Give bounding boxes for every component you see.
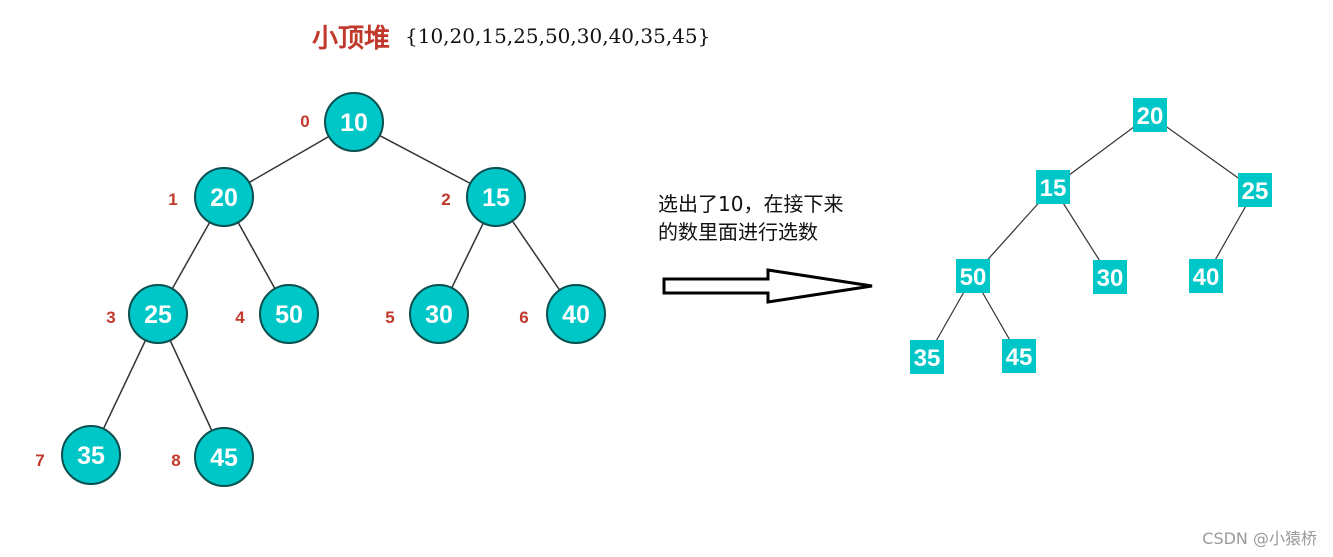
heap-node-index: 7	[35, 451, 44, 470]
heap-node-circle	[409, 284, 469, 344]
heap-node-square	[1238, 173, 1272, 207]
heap-node-value: 45	[1006, 344, 1033, 371]
left-tree-nodes: 10 0 20 1 15 2 25 3 50 4 30 5 40 6 35 7 45 8	[35, 92, 606, 487]
heap-node: 45	[194, 427, 254, 487]
heap-node: 15	[1036, 170, 1070, 204]
heap-node-index: 3	[106, 308, 115, 327]
heap-node: 35	[61, 425, 121, 485]
heap-node-value: 35	[77, 442, 105, 470]
heap-node-index: 1	[168, 190, 177, 209]
heap-node-square	[1036, 170, 1070, 204]
caption-line-1: 选出了10，在接下来	[658, 192, 844, 216]
heap-node-value: 50	[960, 264, 987, 291]
heap-node: 30	[409, 284, 469, 344]
heap-node: 45	[1002, 339, 1036, 373]
tree-edge	[1149, 114, 1256, 191]
heap-node-value: 30	[1097, 265, 1124, 292]
heap-node-value: 50	[275, 301, 303, 329]
heap-node: 30	[1093, 260, 1127, 294]
heap-node-index: 0	[300, 112, 309, 131]
heap-node-value: 25	[1242, 178, 1269, 205]
heap-node-index: 4	[235, 308, 245, 327]
heap-node-square	[956, 259, 990, 293]
heap-node: 10	[324, 92, 384, 152]
heap-node: 40	[1189, 259, 1223, 293]
transition-arrow	[662, 268, 873, 304]
heap-node: 15	[466, 167, 526, 227]
heap-node: 20	[1133, 98, 1167, 132]
heap-node-circle	[128, 284, 188, 344]
heap-node-value: 20	[1137, 103, 1164, 130]
heap-node: 20	[194, 167, 254, 227]
heap-node-value: 40	[562, 301, 590, 329]
heap-node-circle	[324, 92, 384, 152]
heap-node-value: 35	[914, 345, 941, 372]
heap-node: 50	[259, 284, 319, 344]
heap-node-circle	[194, 167, 254, 227]
heap-node-square	[1093, 260, 1127, 294]
heap-node: 40	[546, 284, 606, 344]
heap-node-value: 20	[210, 184, 238, 212]
heap-sequence: {10,20,15,25,50,30,40,35,45}	[405, 24, 711, 48]
heap-node-value: 45	[210, 444, 238, 472]
heap-node-circle	[61, 425, 121, 485]
heap-node-square	[1133, 98, 1167, 132]
heap-node-value: 10	[340, 109, 368, 137]
heap-node-circle	[546, 284, 606, 344]
heap-node-circle	[466, 167, 526, 227]
heap-node-circle	[194, 427, 254, 487]
heap-node: 35	[910, 340, 944, 374]
heap-node-value: 40	[1193, 264, 1220, 291]
caption-line-2: 的数里面进行选数	[658, 220, 818, 244]
heap-title: 小顶堆	[312, 24, 391, 54]
heap-node-index: 2	[441, 190, 450, 209]
heap-node-index: 8	[171, 451, 180, 470]
right-tree-edges	[926, 114, 1256, 358]
heap-node: 50	[956, 259, 990, 293]
heap-node-index: 6	[519, 308, 528, 327]
right-tree-nodes: 20 15 25 50 30 40 35 45	[910, 98, 1272, 374]
heap-node-value: 15	[482, 184, 510, 212]
heap-node-value: 30	[425, 301, 453, 329]
heap-node-circle	[259, 284, 319, 344]
heap-node-index: 5	[385, 308, 394, 327]
heap-node-value: 15	[1040, 175, 1067, 202]
heap-node-square	[910, 340, 944, 374]
heap-node-square	[1189, 259, 1223, 293]
caption: 选出了10，在接下来 的数里面进行选数	[658, 190, 843, 246]
heap-node-square	[1002, 339, 1036, 373]
watermark: CSDN @小猿桥	[1202, 529, 1317, 548]
heap-node: 25	[128, 284, 188, 344]
heap-node-value: 25	[144, 301, 172, 329]
heap-node: 25	[1238, 173, 1272, 207]
